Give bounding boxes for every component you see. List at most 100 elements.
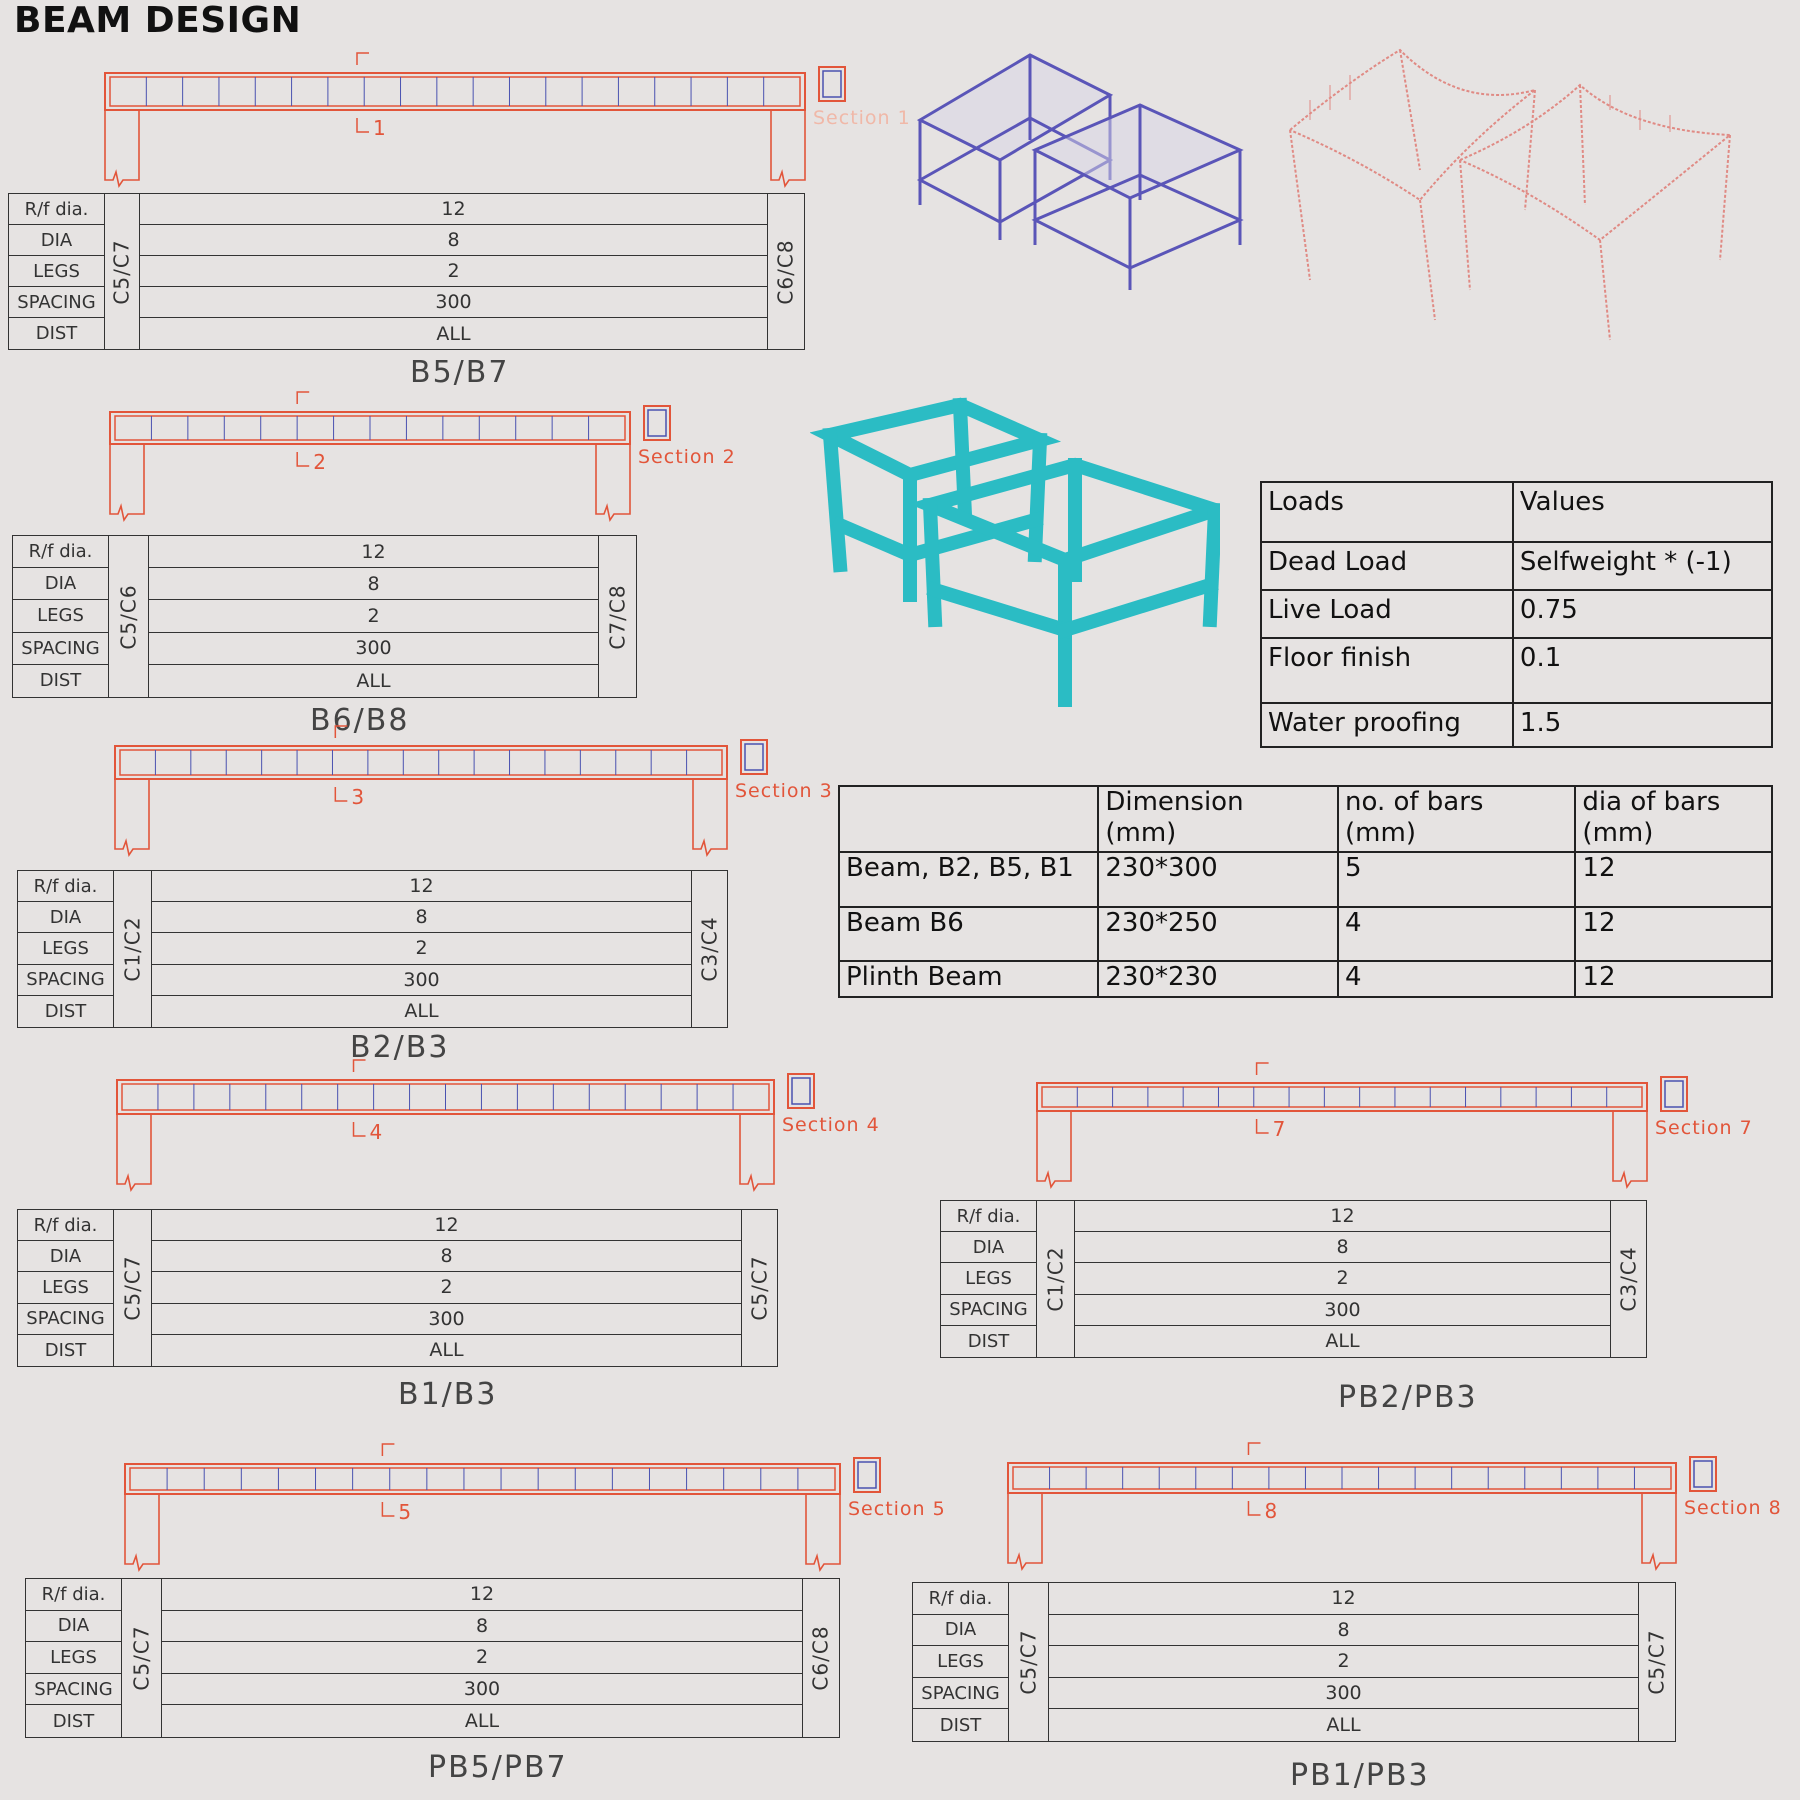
loads-cell: Floor finish	[1260, 637, 1514, 704]
row-value: 8	[149, 568, 598, 601]
row-label: DIST	[9, 318, 105, 349]
beam-elevation	[116, 1059, 815, 1193]
right-column-label: C6/C8	[802, 1579, 839, 1737]
left-column-label: C5/C7	[114, 1210, 152, 1366]
section-cut-number: 4	[369, 1120, 383, 1144]
row-label: DIST	[26, 1705, 122, 1737]
row-value: 2	[1075, 1263, 1610, 1295]
row-label: LEGS	[26, 1642, 122, 1674]
row-label: R/f dia.	[13, 536, 109, 569]
row-label: DIA	[18, 902, 114, 934]
left-column-label: C5/C7	[122, 1579, 162, 1737]
row-value: ALL	[404, 1000, 439, 1023]
section-cut-number: 5	[398, 1500, 412, 1524]
row-value: ALL	[436, 322, 471, 345]
loads-cell: Live Load	[1260, 589, 1514, 639]
right-column-text: C6/C8	[774, 238, 798, 305]
right-column-text: C5/C7	[1645, 1629, 1669, 1695]
row-value: 12	[140, 194, 767, 225]
row-value: ALL	[1326, 1714, 1361, 1737]
beam-elevation	[1036, 1062, 1688, 1190]
row-value: ALL	[464, 1710, 500, 1733]
left-column-text: C1/C2	[1043, 1246, 1068, 1312]
row-value: 300	[1075, 1295, 1610, 1326]
dimension-header-cell: dia of bars(mm)	[1574, 785, 1773, 853]
left-column-text: C1/C2	[120, 916, 145, 982]
right-column-label: C3/C4	[1610, 1201, 1646, 1357]
row-value: 12	[152, 1210, 741, 1242]
row-label: R/f dia.	[941, 1201, 1037, 1233]
row-label: LEGS	[13, 600, 109, 633]
frame-3d-model-view	[810, 397, 1220, 707]
section-cut-number: 7	[1272, 1117, 1286, 1141]
beam-name: B2/B3	[350, 1030, 450, 1065]
right-column-label: C5/C7	[1638, 1583, 1675, 1741]
dimension-cell: Beam, B2, B5, B1	[837, 851, 1100, 908]
row-label: DIA	[26, 1610, 122, 1643]
row-value: 8	[152, 902, 691, 934]
left-column-label: C1/C2	[114, 871, 152, 1027]
section-cut-number: 2	[313, 450, 326, 474]
dimension-header-line: (mm)	[1345, 818, 1416, 848]
dimension-header-line	[846, 787, 1091, 818]
row-value: 2	[1049, 1646, 1638, 1678]
row-label: LEGS	[941, 1263, 1037, 1295]
row-value: 12	[1075, 1201, 1610, 1233]
row-value: 2	[152, 933, 691, 965]
section-cut-number: 1	[373, 116, 386, 140]
dimension-header-line: Dimension	[1105, 787, 1244, 817]
page-title: BEAM DESIGN	[14, 0, 302, 41]
beam-name: PB1/PB3	[1290, 1758, 1430, 1793]
left-column-text: C5/C7	[129, 1625, 154, 1691]
section-cut-number: 3	[351, 785, 365, 809]
row-value: ALL	[429, 1339, 464, 1362]
loads-cell: 0.1	[1511, 637, 1774, 704]
loads-cell: 0.75	[1511, 589, 1774, 639]
dimension-cell: 4	[1337, 960, 1577, 998]
row-label: DIST	[18, 1334, 114, 1366]
dimension-header-line: no. of bars	[1345, 787, 1484, 817]
left-column-text: C5/C7	[1016, 1629, 1041, 1695]
left-column-label: C5/C7	[105, 194, 140, 349]
right-column-text: C6/C8	[809, 1625, 833, 1691]
beam-elevation	[124, 1443, 881, 1573]
beam-name: B5/B7	[410, 355, 510, 390]
row-value: ALL	[356, 669, 391, 692]
left-column-label: C5/C6	[109, 536, 149, 697]
beam-name: B1/B3	[398, 1377, 498, 1412]
beam-name: PB5/PB7	[428, 1750, 568, 1785]
row-label: SPACING	[26, 1673, 122, 1706]
row-label: DIST	[13, 664, 109, 697]
right-column-text: C7/C8	[605, 583, 630, 650]
frame-wireframe-view	[916, 53, 1244, 290]
dimension-header-cell: no. of bars(mm)	[1337, 785, 1577, 853]
beam-elevation	[109, 391, 671, 523]
row-label: R/f dia.	[9, 194, 105, 225]
row-value: 2	[149, 600, 598, 633]
row-label: DIA	[941, 1232, 1037, 1264]
row-value: 8	[1049, 1615, 1638, 1647]
loads-cell: Dead Load	[1260, 541, 1514, 591]
beam-elevation	[114, 725, 768, 858]
row-label: LEGS	[18, 1272, 114, 1304]
loads-cell: Selfweight * (-1)	[1511, 541, 1774, 591]
row-label: R/f dia.	[26, 1579, 122, 1611]
beam-elevation	[1007, 1442, 1717, 1572]
right-column-label: C5/C7	[741, 1210, 777, 1366]
beam-elevation	[104, 52, 846, 189]
beam-name: B6/B8	[310, 703, 410, 738]
row-value: 12	[152, 871, 691, 903]
row-value: 8	[1075, 1232, 1610, 1264]
deflection-diagram-view	[1289, 48, 1733, 341]
row-value: 300	[149, 633, 598, 665]
right-column-text: C3/C4	[697, 916, 722, 982]
right-column-label: C3/C4	[691, 871, 727, 1027]
section-label: Section 8	[1684, 1497, 1782, 1519]
